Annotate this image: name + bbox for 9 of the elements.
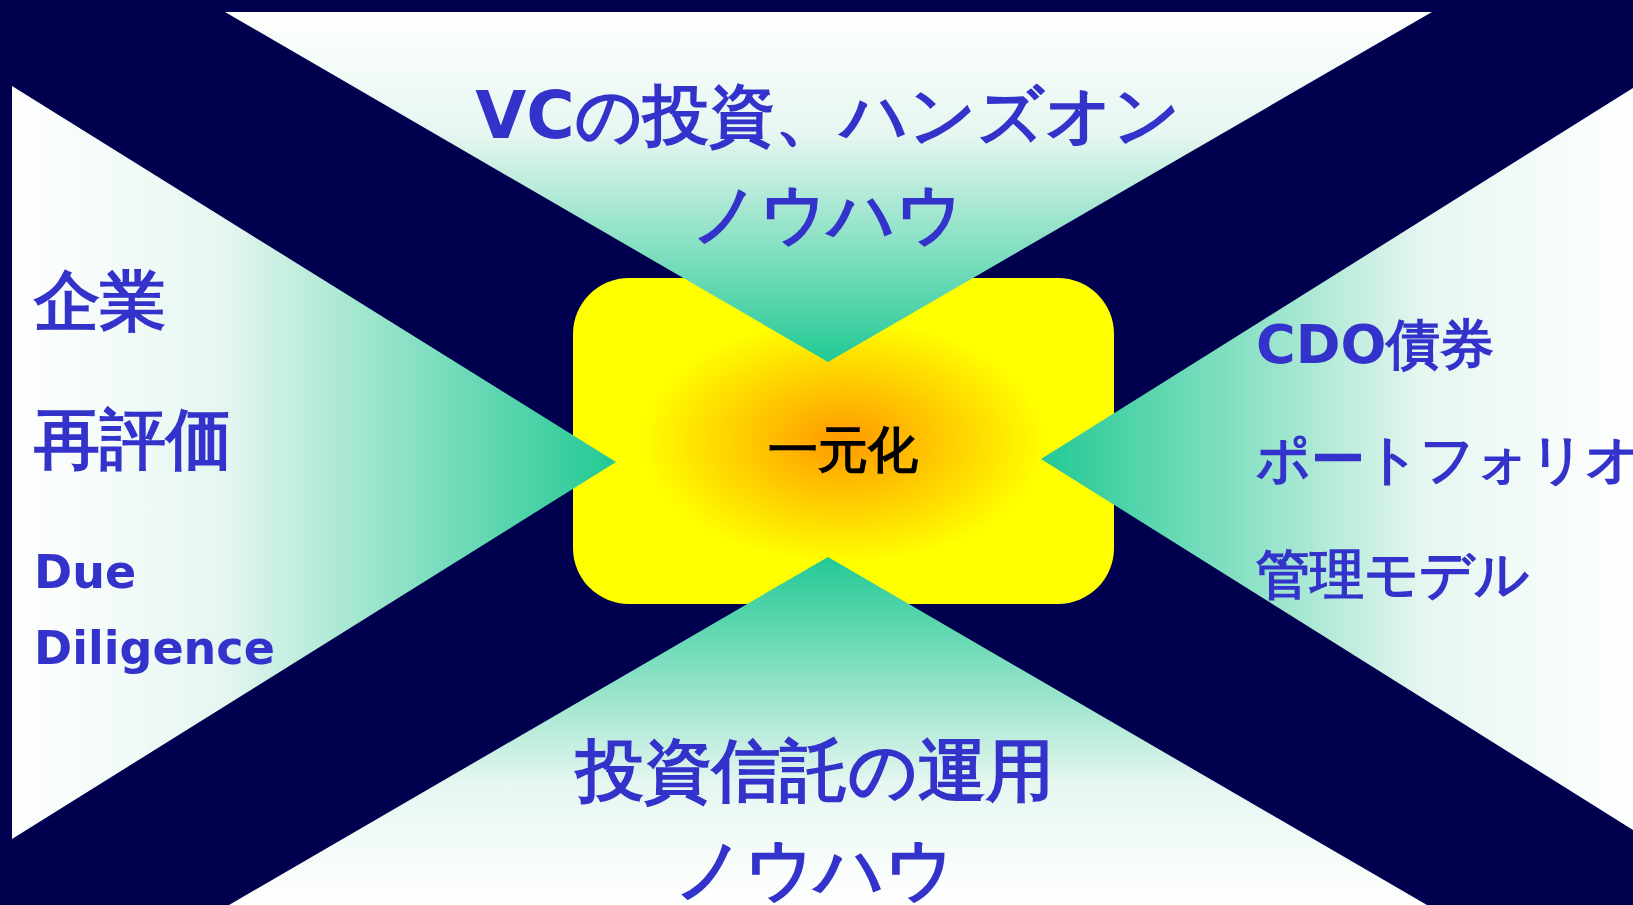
panel-text: 再評価 (34, 400, 233, 480)
panel-text: 企業 (34, 262, 167, 342)
panel-text: 投資信託の運用ノウハウ (573, 730, 1055, 905)
panel-text: CDO債券 (1256, 313, 1496, 378)
panel-text: 管理モデル (1256, 543, 1530, 608)
panel-text: ポートフォリオ (1256, 428, 1633, 493)
box-label: 一元化 (767, 420, 919, 480)
panel-text: Due Diligence (34, 544, 276, 677)
panel-text: VCの投資、ハンズオンノウハウ (474, 76, 1182, 255)
